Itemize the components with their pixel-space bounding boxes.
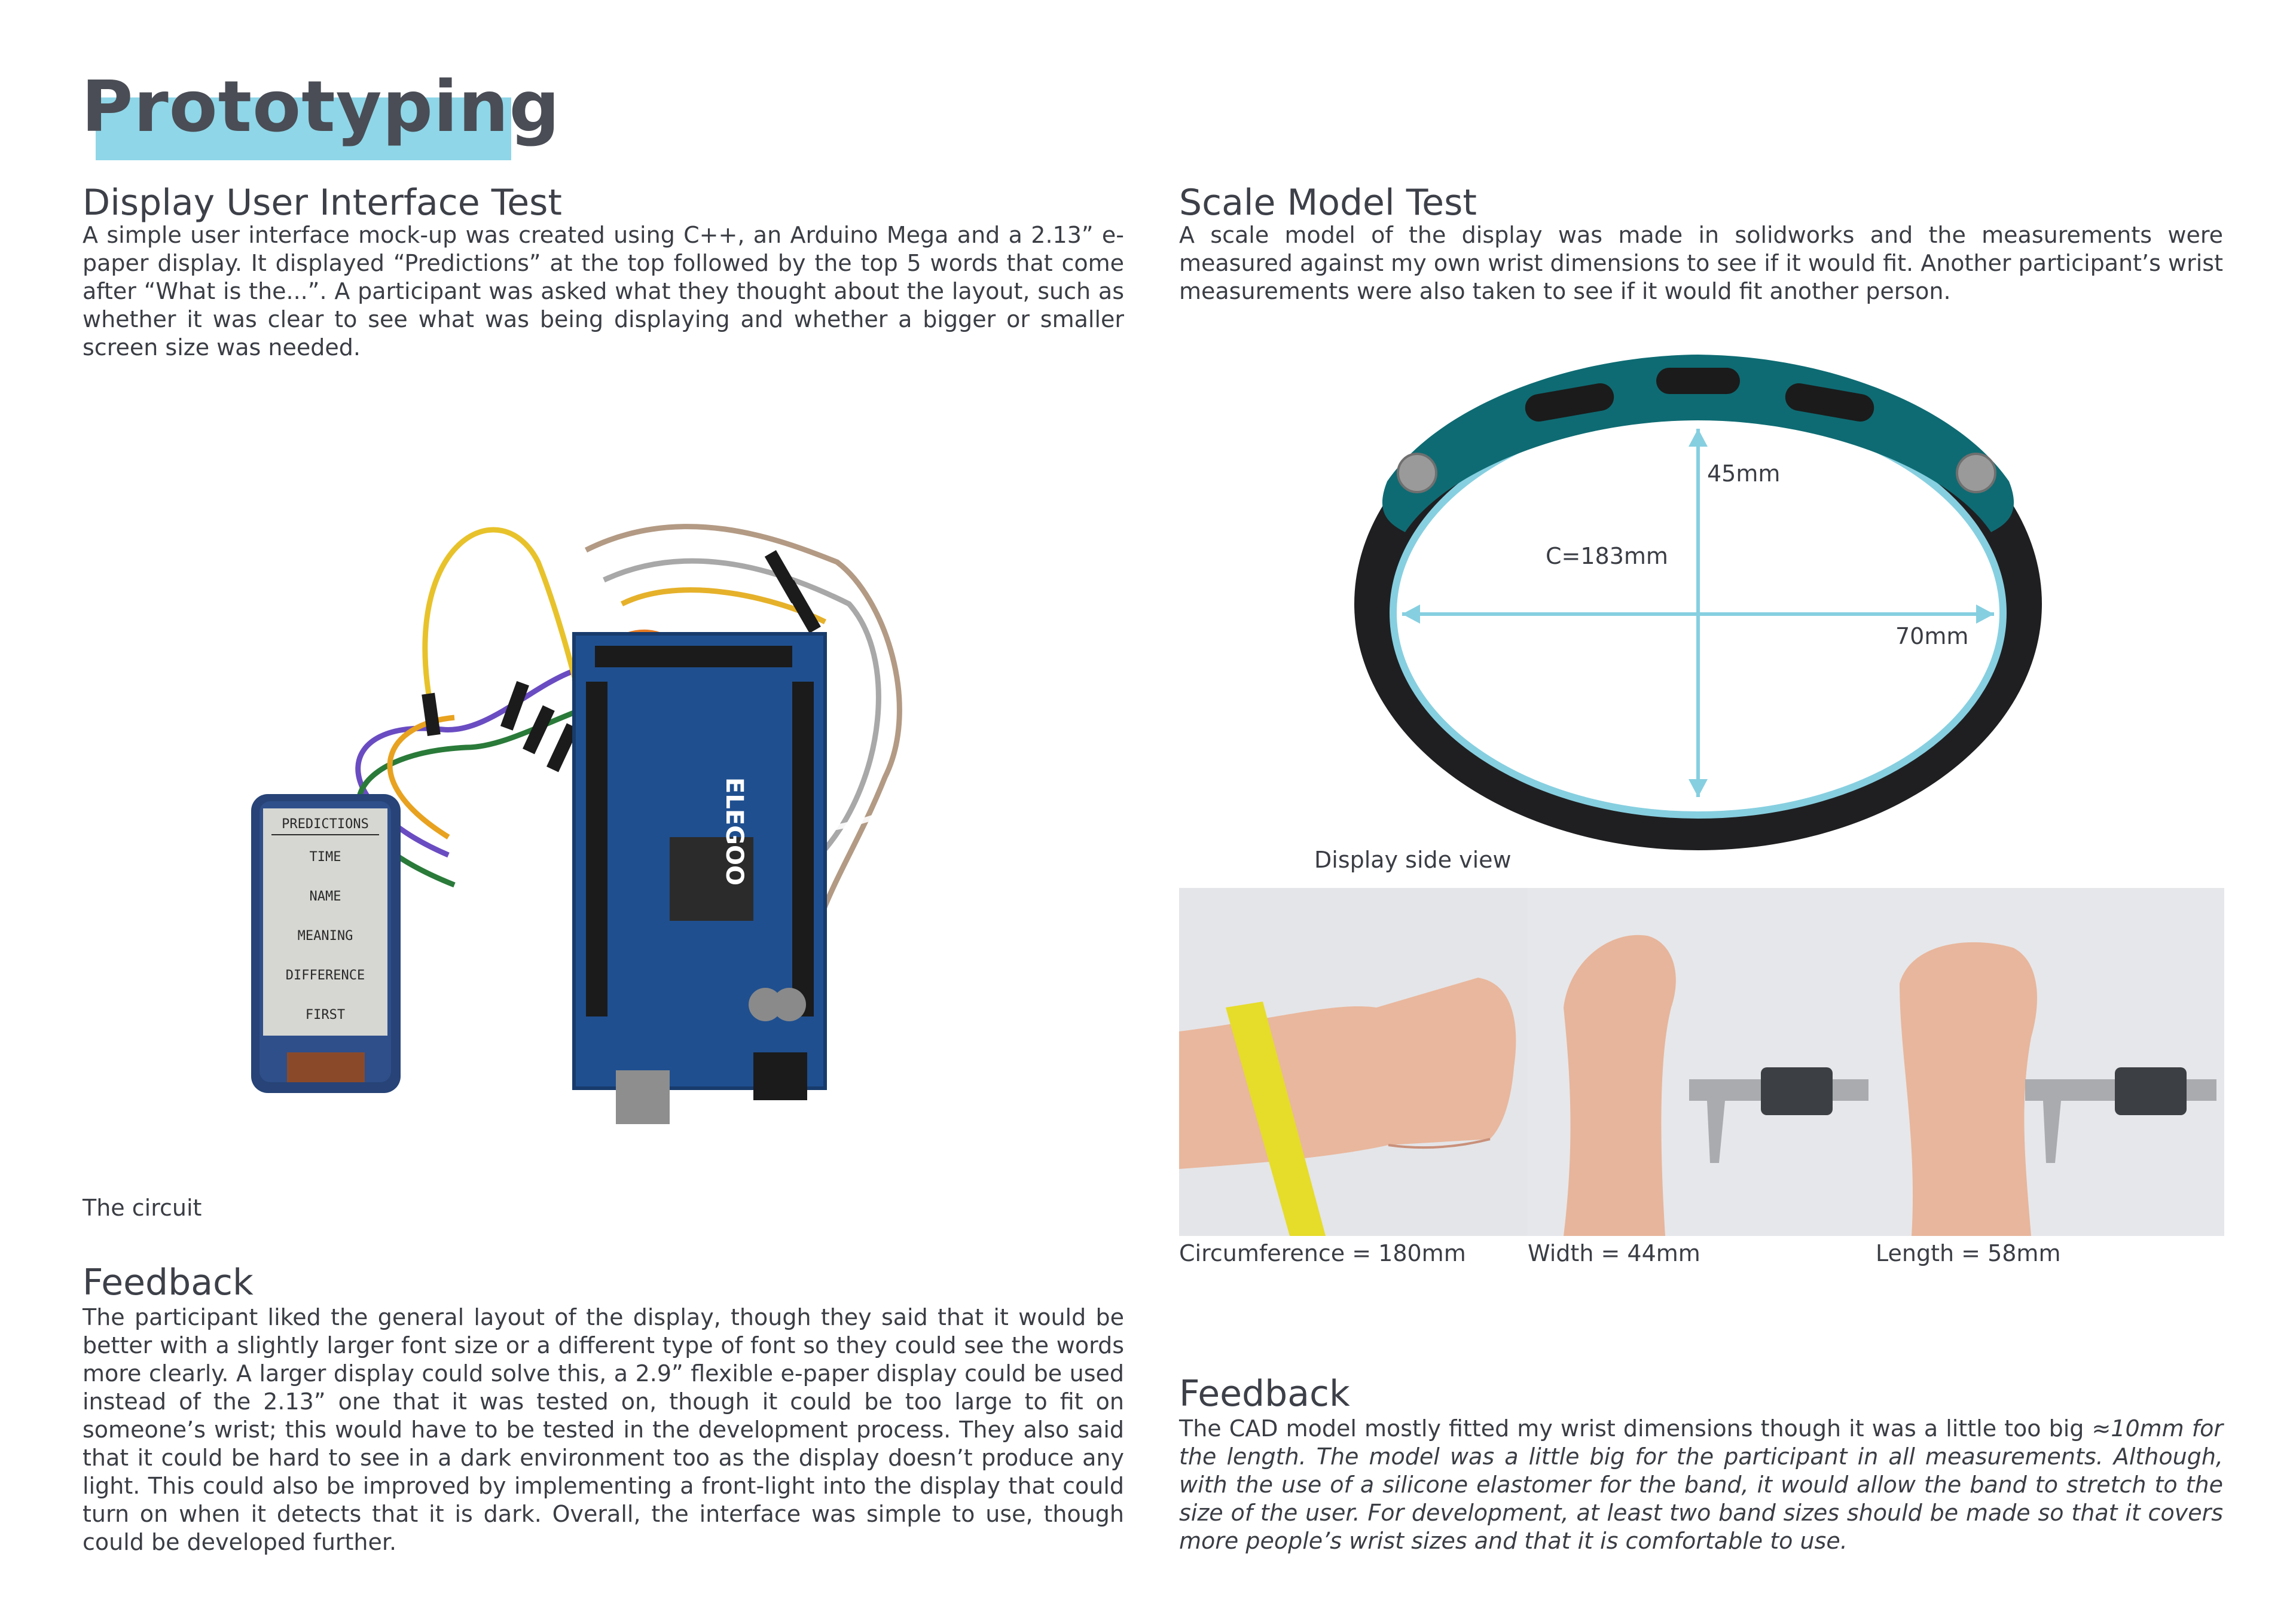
scale-model-heading: Scale Model Test [1179, 182, 1477, 224]
display-side-view-caption: Display side view [1314, 847, 1512, 873]
circuit-photo: PREDICTIONS TIME NAME MEANING DIFFERENCE… [251, 466, 969, 1136]
right-feedback-text: The CAD model mostly fitted my wrist dim… [1179, 1415, 2223, 1555]
wrist-length-photo [1876, 888, 2224, 1236]
circumference-label: C=183mm [1546, 543, 1668, 569]
display-word-5: FIRST [306, 1008, 345, 1022]
display-header: PREDICTIONS [282, 817, 369, 832]
left-feedback-text: The participant liked the general layout… [83, 1304, 1124, 1555]
display-word-3: MEANING [298, 929, 353, 944]
wrist-tape-photo [1179, 888, 1528, 1236]
display-word-4: DIFFERENCE [286, 968, 365, 983]
display-ui-test-intro: A simple user interface mock-up was crea… [83, 222, 1124, 361]
scale-model-diagram: 45mm C=183mm 70mm [1345, 332, 2063, 858]
wrist-caliper-photo [1528, 888, 1876, 1236]
height-label: 45mm [1707, 460, 1780, 487]
title-accent-bar [96, 97, 511, 160]
right-feedback-italic: ≈10mm for the length. The model was a li… [1179, 1415, 2223, 1554]
caption-width: Width = 44mm [1528, 1240, 1700, 1266]
width-label: 70mm [1895, 623, 1968, 649]
circuit-caption: The circuit [83, 1195, 202, 1221]
board-label: ELEGOO [720, 777, 748, 886]
display-word-2: NAME [310, 889, 341, 904]
caption-circumference: Circumference = 180mm [1179, 1240, 1466, 1266]
right-feedback-plain: The CAD model mostly fitted my wrist dim… [1179, 1415, 2092, 1442]
page-title: Prototyping [81, 65, 560, 148]
right-feedback-heading: Feedback [1179, 1373, 1350, 1415]
caption-length: Length = 58mm [1876, 1240, 2061, 1266]
scale-model-intro: A scale model of the display was made in… [1179, 222, 2223, 304]
display-ui-test-heading: Display User Interface Test [83, 182, 562, 224]
display-word-1: TIME [310, 850, 341, 865]
left-feedback-heading: Feedback [83, 1262, 254, 1304]
